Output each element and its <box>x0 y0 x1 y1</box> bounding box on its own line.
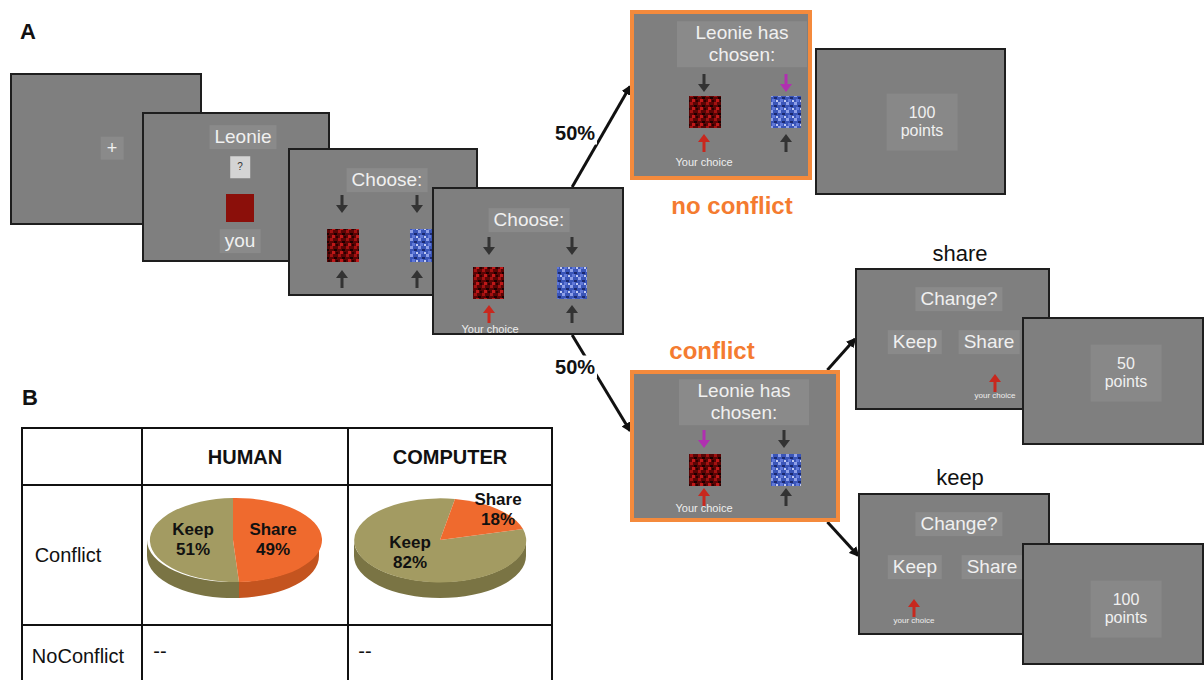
table-cell: NoConflict <box>32 645 124 668</box>
screen-text: Change? <box>915 512 1002 536</box>
screen-box: Leonie has chosen:Your choiceno conflict <box>630 10 812 180</box>
screen-text: Keep <box>888 330 942 354</box>
probability-label: 50% <box>553 355 597 378</box>
screen-box: 50 points <box>1022 317 1204 445</box>
table-cell: -- <box>153 640 166 663</box>
screen-text: your choice <box>975 391 1016 400</box>
screen-text: keep <box>936 465 984 490</box>
flow-arrow <box>827 339 855 370</box>
screen-box: 100 points <box>1022 543 1204 665</box>
screen-text: Share <box>959 330 1020 354</box>
pie-label: Keep 82% <box>389 533 431 572</box>
probability-label: 50% <box>553 121 597 144</box>
screen-text: Leonie has chosen: <box>679 379 809 425</box>
screen-box: conflictLeonie has chosen:Your choice <box>630 370 840 522</box>
screen-text: ? <box>230 156 250 178</box>
screen-text: your choice <box>894 616 935 625</box>
table-cell: A <box>20 19 36 44</box>
screen-text: Choose: <box>347 168 428 192</box>
screen-text: you <box>220 229 261 253</box>
table-cell: HUMAN <box>208 446 282 469</box>
pie-label: Share 18% <box>474 490 521 529</box>
screen-text: 50 points <box>1091 345 1162 402</box>
screen-box: Choose: Your choice <box>432 187 624 335</box>
flow-arrow <box>827 522 858 555</box>
pie-label: Share 49% <box>249 520 296 559</box>
table-cell: B <box>22 385 38 410</box>
screen-box: 100 points <box>815 48 1006 195</box>
screen-text: Change? <box>915 287 1002 311</box>
screen-text: Your choice <box>675 156 732 169</box>
screen-text: no conflict <box>671 192 792 220</box>
screen-text: 100 points <box>1091 581 1162 638</box>
screen-text: Leonie has chosen: <box>677 21 807 67</box>
screen-text: Leonie <box>209 125 276 149</box>
table-cell: COMPUTER <box>393 446 507 469</box>
screen-text: Share <box>962 555 1023 579</box>
screen-text: 100 points <box>887 94 958 151</box>
table-cell: Conflict <box>35 544 102 567</box>
screen-text: Your choice <box>675 502 732 515</box>
pie-human <box>147 498 322 598</box>
table-cell: -- <box>358 640 371 663</box>
screen-text: Your choice <box>461 323 518 336</box>
flow-arrow <box>572 335 630 431</box>
screen-text: conflict <box>669 337 754 365</box>
screen-text: Choose: <box>489 208 570 232</box>
screen-text: + <box>101 137 124 160</box>
screen-box: shareChange?KeepShareyour choice <box>855 268 1050 410</box>
screen-text: Keep <box>888 555 942 579</box>
pie-label: Keep 51% <box>172 520 214 559</box>
table-grid <box>22 428 552 680</box>
screen-text: share <box>932 241 987 266</box>
